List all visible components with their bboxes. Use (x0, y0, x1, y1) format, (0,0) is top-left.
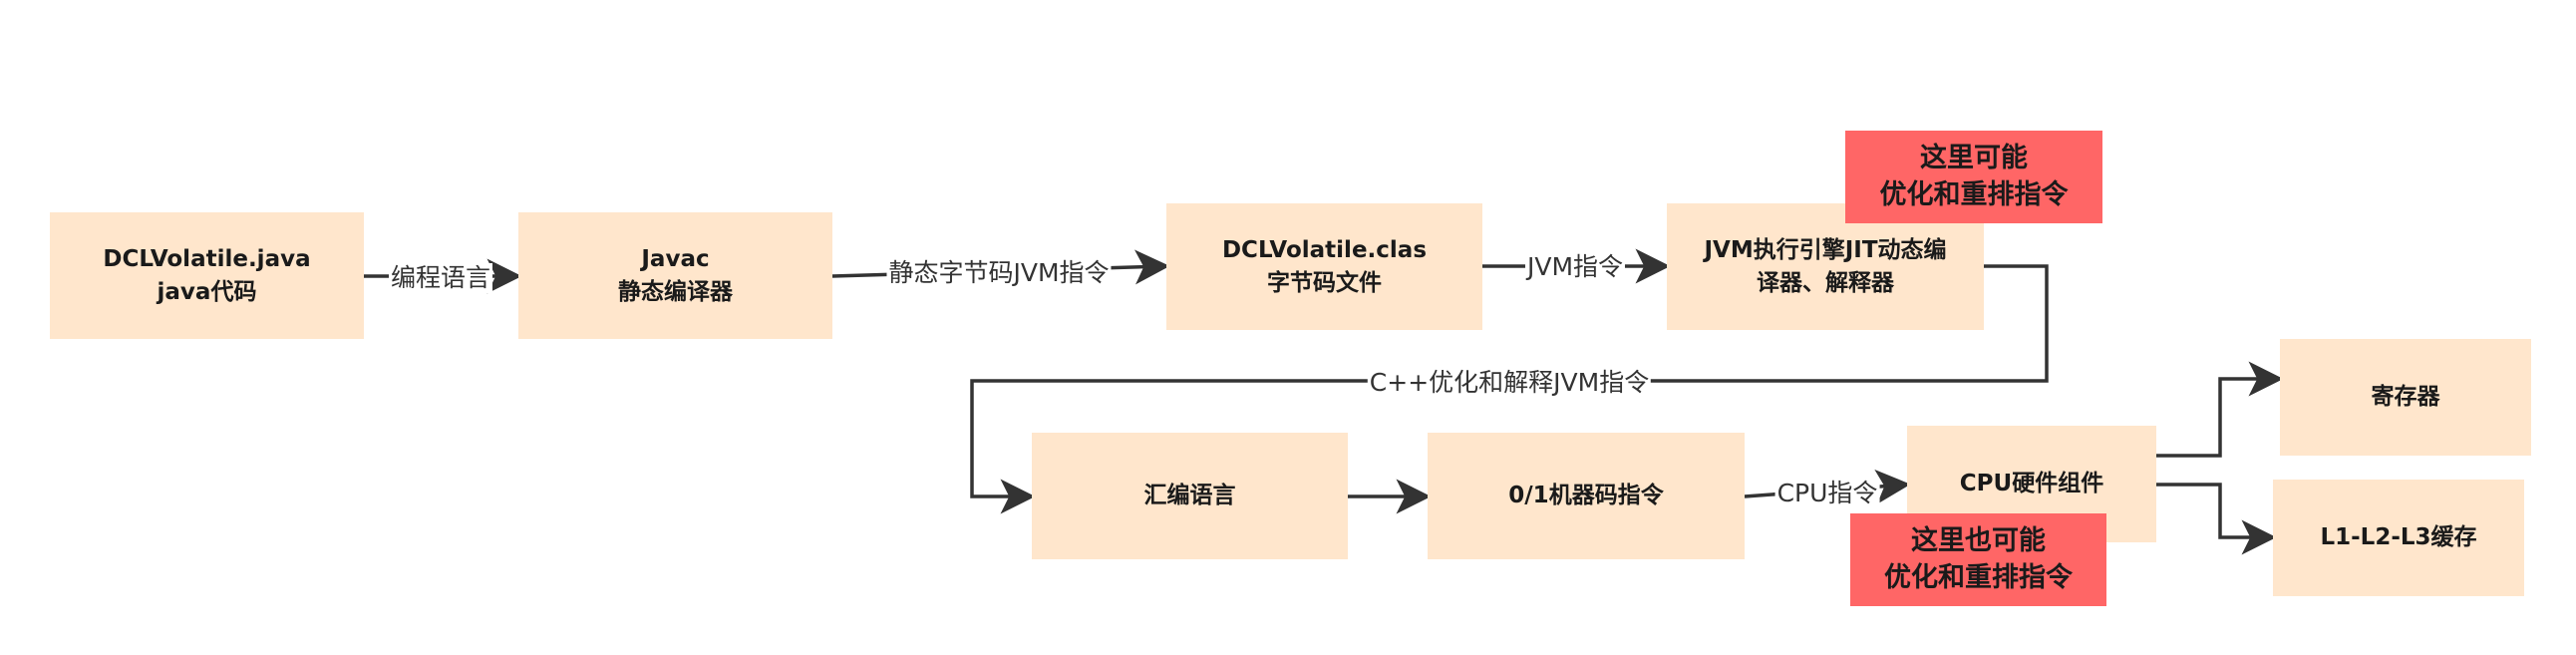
node-java-source: DCLVolatile.java java代码 (50, 212, 364, 339)
node-cache: L1-L2-L3缓存 (2273, 480, 2524, 596)
node-jvm-engine-line2: 译器、解释器 (1757, 269, 1894, 296)
edge-label-class-to-jvm: JVM指令 (1524, 252, 1626, 282)
edge-label-java-to-javac: 编程语言 (388, 263, 493, 293)
node-java-source-line1: DCLVolatile.java (103, 246, 311, 273)
node-java-source-line2: java代码 (157, 278, 257, 305)
node-jvm-engine: JVM执行引擎JIT动态编 译器、解释器 (1667, 203, 1984, 330)
node-class-file-line2: 字节码文件 (1266, 269, 1382, 296)
node-assembly-label: 汇编语言 (1143, 483, 1236, 509)
note-bottom-reorder: 这里也可能 优化和重排指令 (1850, 513, 2106, 606)
node-cpu-label: CPU硬件组件 (1959, 471, 2104, 497)
node-assembly: 汇编语言 (1032, 433, 1348, 559)
note-bottom-line1: 这里也可能 (1911, 525, 2046, 557)
edge-label-javac-to-class: 静态字节码JVM指令 (886, 258, 1112, 288)
edge-label-jvm-to-assembly: C++优化和解释JVM指令 (1367, 368, 1652, 398)
node-javac: Javac 静态编译器 (518, 212, 832, 339)
node-javac-line2: 静态编译器 (618, 278, 733, 305)
node-cache-label: L1-L2-L3缓存 (2320, 524, 2477, 551)
node-register: 寄存器 (2280, 339, 2531, 456)
note-top-line1: 这里可能 (1920, 143, 2028, 174)
node-jvm-engine-line1: JVM执行引擎JIT动态编 (1704, 237, 1947, 264)
note-top-reorder: 这里可能 优化和重排指令 (1845, 131, 2102, 223)
node-javac-line1: Javac (641, 246, 710, 273)
node-machine-code-label: 0/1机器码指令 (1508, 483, 1664, 509)
node-register-label: 寄存器 (2371, 384, 2440, 411)
node-class-file-line1: DCLVolatile.clas (1221, 237, 1428, 264)
edge-label-machine-to-cpu: CPU指令 (1774, 479, 1880, 508)
node-class-file: DCLVolatile.clas 字节码文件 (1166, 203, 1482, 330)
note-top-line2: 优化和重排指令 (1879, 178, 2069, 210)
node-machine-code: 0/1机器码指令 (1428, 433, 1745, 559)
edge-cpu-to-cache (2156, 483, 2277, 555)
note-bottom-line2: 优化和重排指令 (1884, 561, 2073, 593)
edge-cpu-to-register (2156, 361, 2284, 458)
